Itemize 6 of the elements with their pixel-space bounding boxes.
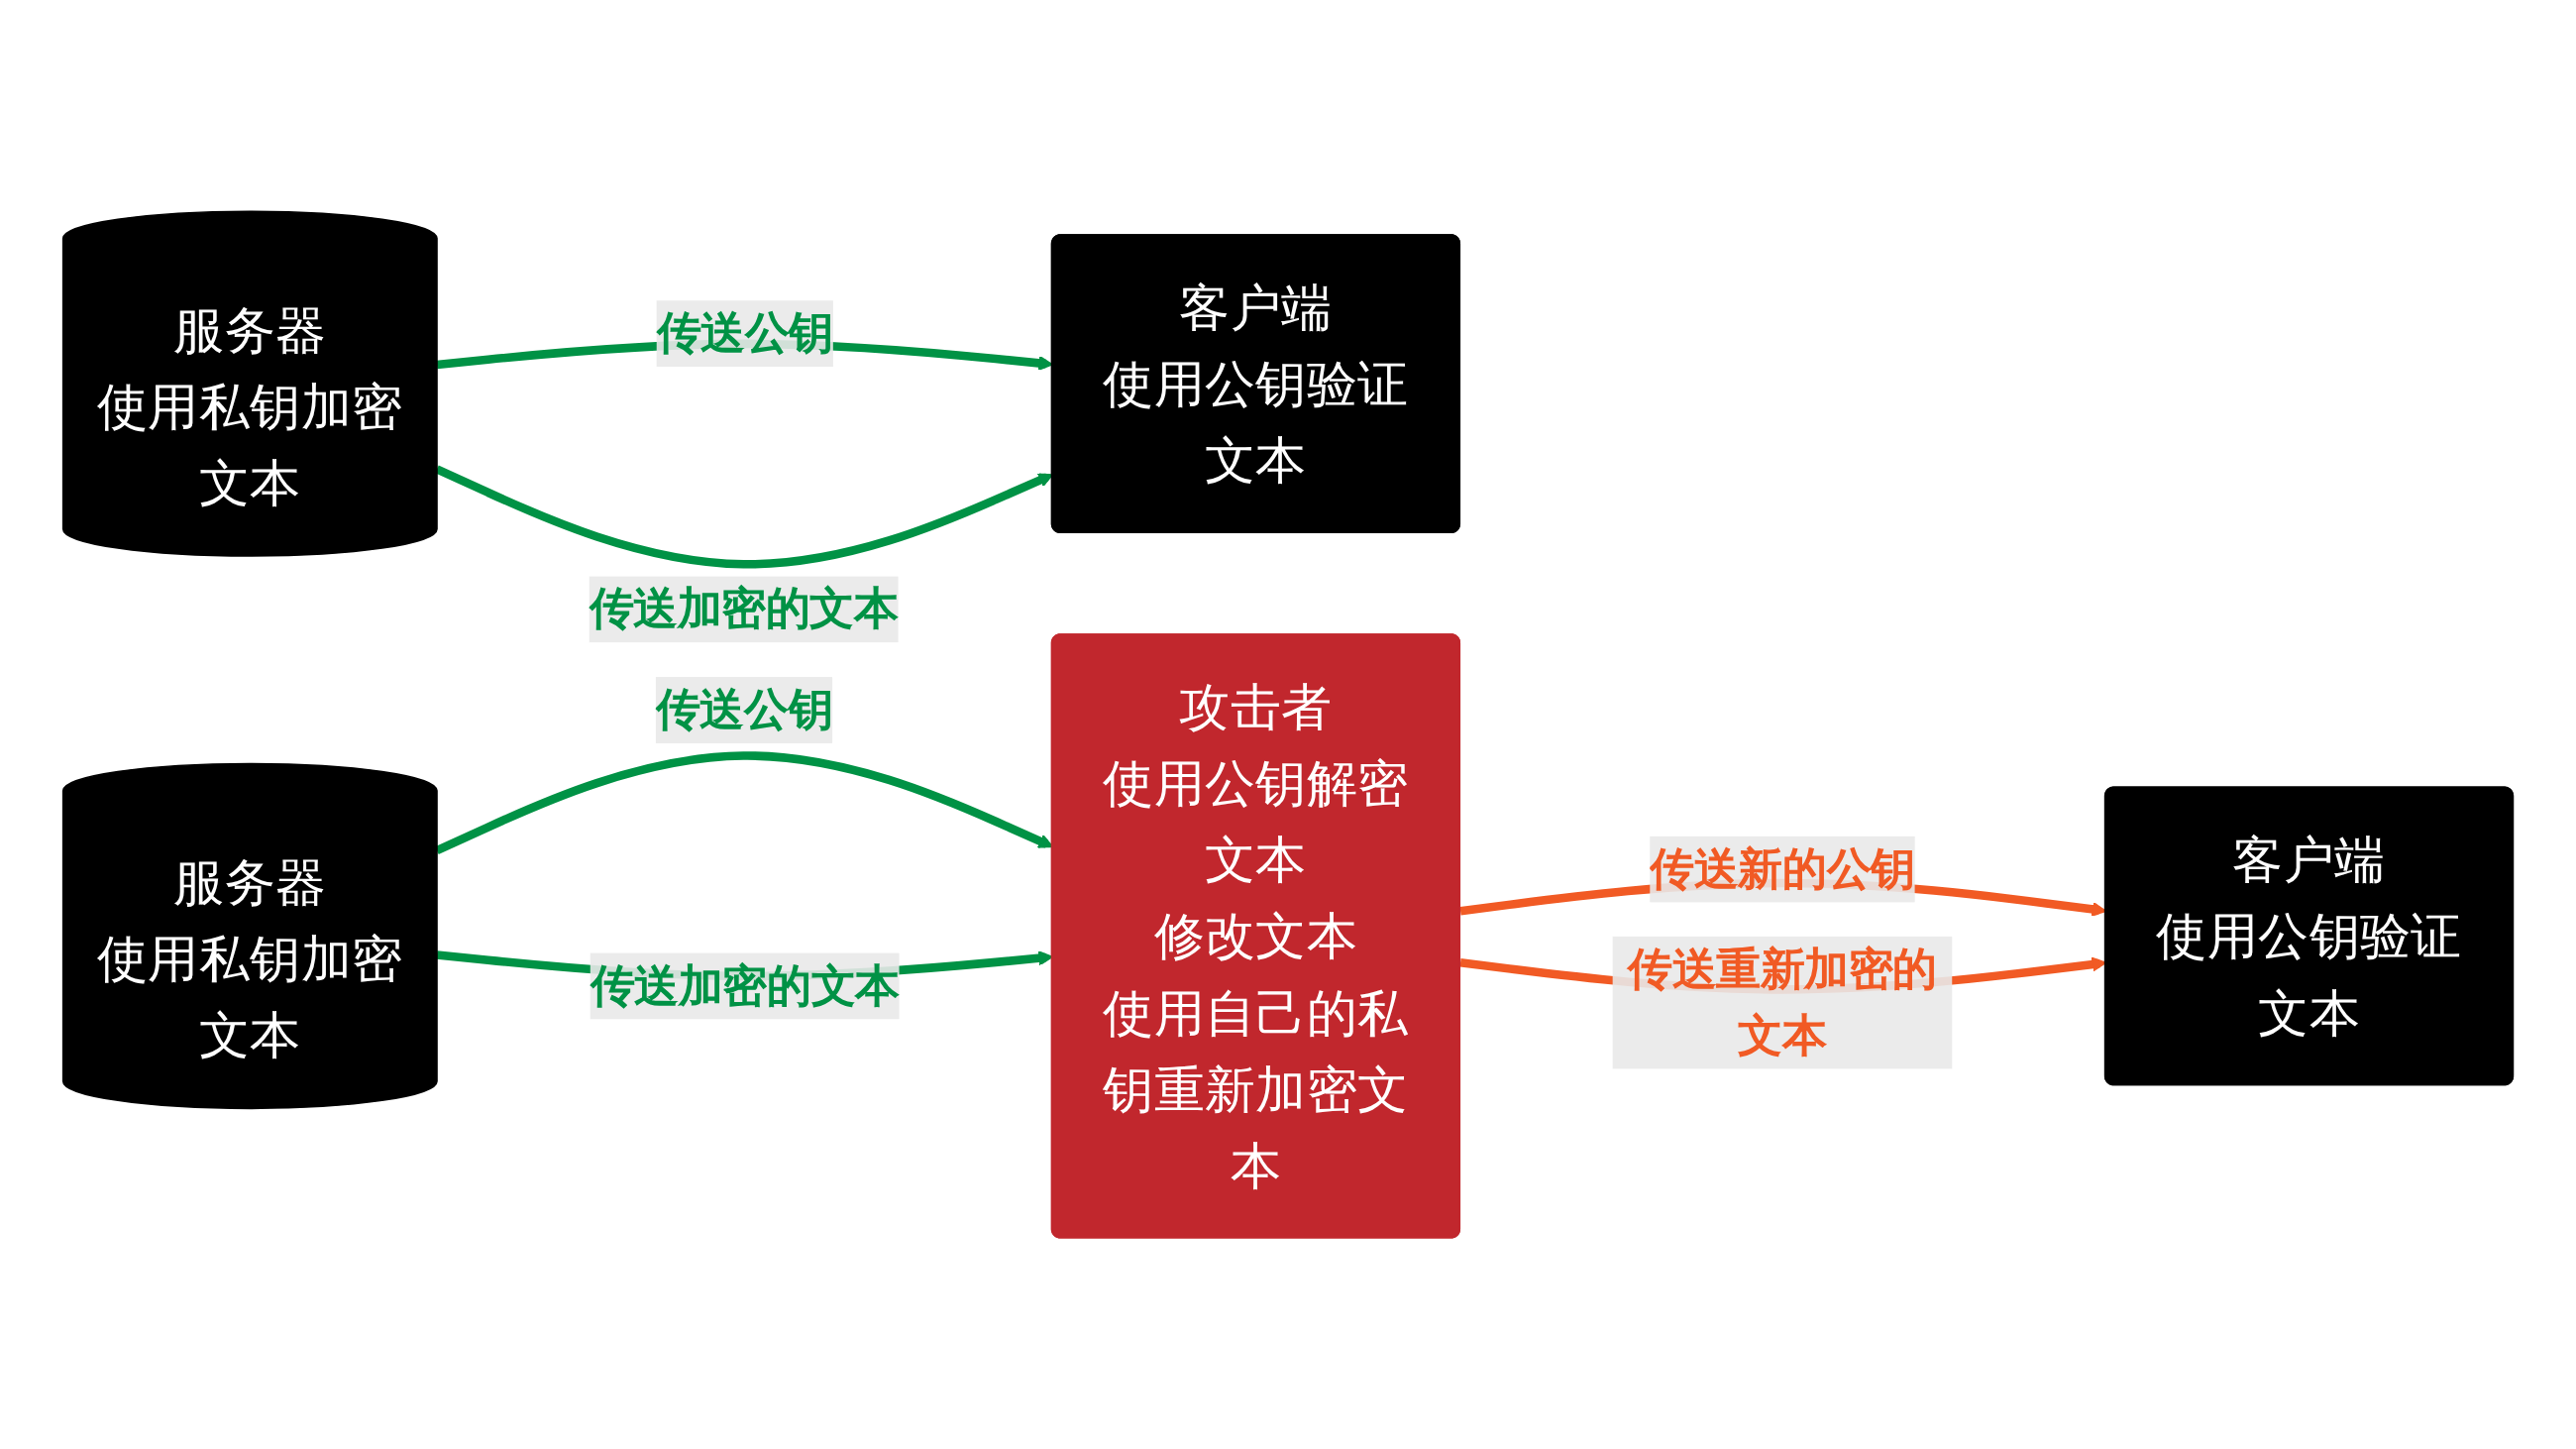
edge-label: 传送加密的文本 <box>590 959 900 1011</box>
edge-label: 传送重新加密的文本 <box>1627 943 1938 1060</box>
edge-label: 传送公钥 <box>655 683 833 735</box>
edge-label: 传送新的公钥 <box>1650 842 1915 894</box>
edge-label: 传送加密的文本 <box>589 583 899 634</box>
edge-label: 传送公钥 <box>656 307 833 359</box>
